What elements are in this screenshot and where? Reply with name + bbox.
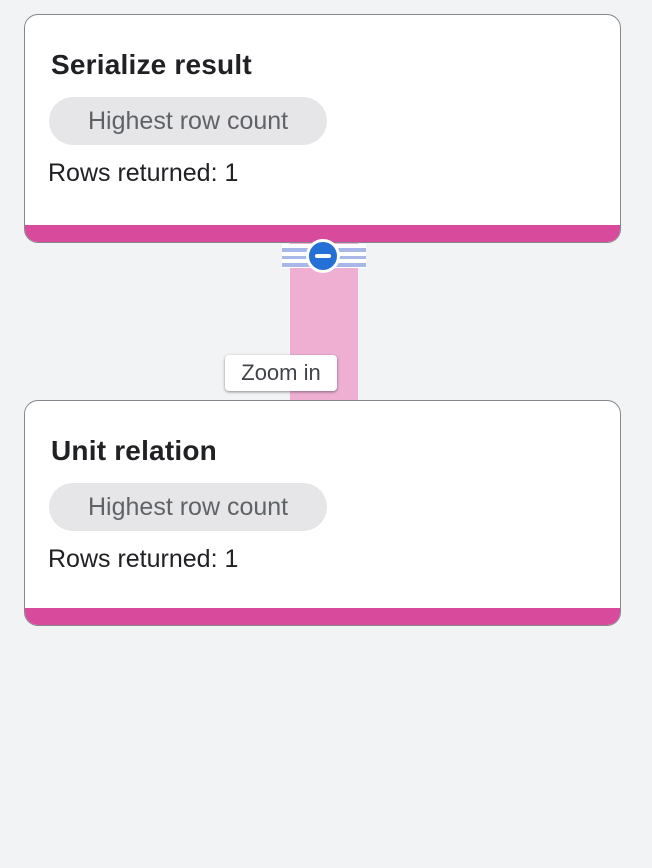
stage-accent-bar — [25, 225, 620, 242]
collapse-edge-button[interactable] — [306, 239, 340, 273]
zoom-in-tooltip: Zoom in — [225, 355, 337, 391]
stage-card-serialize-result[interactable]: Serialize result Highest row count Rows … — [24, 14, 621, 243]
stage-title: Unit relation — [51, 435, 217, 466]
rows-returned-label: Rows returned: 1 — [48, 159, 239, 187]
stage-accent-bar — [25, 608, 620, 625]
stage-title: Serialize result — [51, 49, 252, 80]
highest-row-count-badge: Highest row count — [49, 483, 328, 531]
rows-returned-label: Rows returned: 1 — [48, 545, 239, 573]
highest-row-count-badge: Highest row count — [49, 97, 328, 145]
stage-card-unit-relation[interactable]: Unit relation Highest row count Rows ret… — [24, 400, 621, 626]
minus-circle-icon — [315, 253, 331, 259]
